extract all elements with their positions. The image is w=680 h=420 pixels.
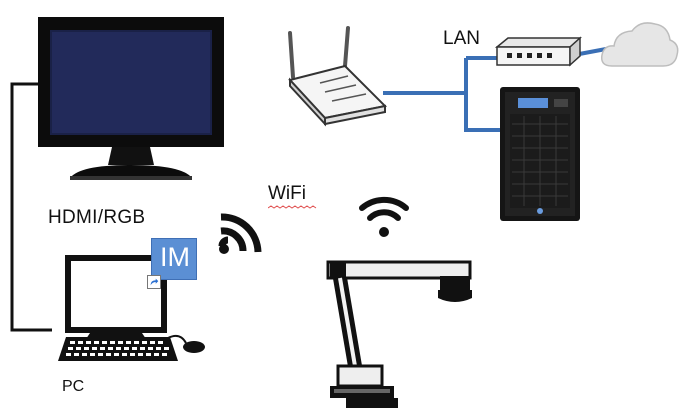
- wifi-signal-icon: [359, 196, 409, 237]
- keyboard-icon: [58, 337, 178, 361]
- hdmi-cable: [10, 82, 52, 332]
- im-badge-label: IM: [160, 242, 190, 272]
- shortcut-arrow-icon: [147, 275, 161, 289]
- monitor-icon: [38, 17, 224, 180]
- wireless-router-icon: [288, 26, 388, 127]
- lan-label: LAN: [443, 28, 480, 49]
- wifi-signal-icon: [218, 213, 262, 254]
- document-camera-icon: [326, 260, 472, 408]
- spellcheck-underline: [268, 205, 317, 209]
- hdmi-rgb-label: HDMI/RGB: [48, 207, 146, 228]
- mouse-icon: [167, 334, 205, 353]
- im-app-icon[interactable]: IM: [151, 238, 197, 280]
- pc-label: PC: [62, 378, 85, 395]
- network-switch-icon: [494, 36, 582, 67]
- lan-cables: [383, 47, 607, 132]
- pc-icon: [65, 255, 167, 339]
- wifi-label: WiFi: [268, 183, 306, 204]
- server-icon: [500, 87, 580, 221]
- cloud-icon: [600, 22, 679, 67]
